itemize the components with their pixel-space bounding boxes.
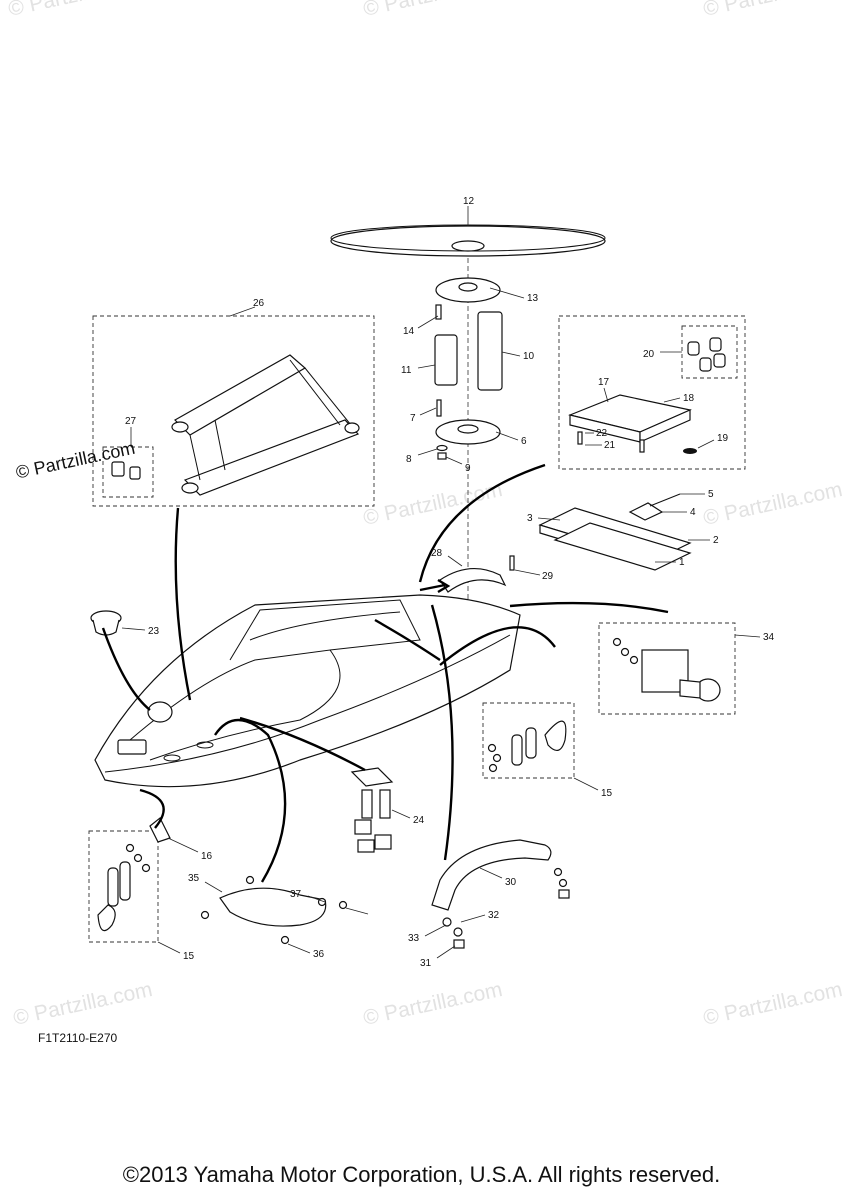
callout-17: 17 <box>598 377 610 388</box>
stern-light-box <box>598 622 736 715</box>
screw-14 <box>435 304 442 320</box>
copyright-footer: ©2013 Yamaha Motor Corporation, U.S.A. A… <box>122 1162 721 1187</box>
nut-9 <box>437 452 447 460</box>
callout-12: 12 <box>463 196 475 207</box>
seat-base-frame <box>568 394 692 443</box>
cleat-box-right <box>482 702 575 779</box>
boarding-ladder <box>171 354 360 496</box>
watermark-faint: © Partzilla.com <box>701 478 843 530</box>
callout-15-right: 15 <box>601 788 613 799</box>
cleat-box-left <box>88 830 159 943</box>
callout-2: 2 <box>713 535 719 546</box>
callout-29: 30 <box>505 877 517 888</box>
upper-flange <box>435 277 501 303</box>
callout-35: 36 <box>313 949 325 960</box>
hose-27 <box>439 567 507 593</box>
washer-8 <box>436 444 448 452</box>
grab-handle-right <box>431 839 570 949</box>
callout-8: 8 <box>406 454 412 465</box>
callout-24: 24 <box>413 815 425 826</box>
callout-labels: 12 13 14 10 11 7 6 8 9 26 27 20 17 18 22… <box>121 196 775 969</box>
callout-10: 10 <box>523 351 535 362</box>
callout-1: 1 <box>679 557 685 568</box>
boat-hull <box>94 594 521 788</box>
tube-11 <box>434 334 458 386</box>
callout-20: 20 <box>643 349 655 360</box>
lower-flange <box>435 419 501 445</box>
callout-11: 11 <box>401 365 412 376</box>
bolt-22 <box>577 431 583 445</box>
callout-31: 32 <box>488 910 500 921</box>
faint-watermarks: © Partzilla.com © Partzilla.com © Partzi… <box>6 0 843 1030</box>
watermark-faint: © Partzilla.com <box>6 0 149 21</box>
callout-9: 9 <box>465 463 471 474</box>
callout-18: 18 <box>683 393 695 404</box>
callout-19: 19 <box>717 433 729 444</box>
callout-7: 7 <box>410 413 416 424</box>
callout-6: 6 <box>521 436 527 447</box>
cup-holder <box>90 610 122 636</box>
watermark-faint: © Partzilla.com <box>701 0 843 21</box>
grab-handle-left <box>200 875 348 945</box>
screw-7 <box>436 399 442 417</box>
callout-13: 13 <box>527 293 539 304</box>
ladder-group-box <box>92 315 375 507</box>
rubber-mounts <box>687 337 726 372</box>
seat-rails <box>538 493 692 571</box>
callout-26: 27 <box>125 416 137 427</box>
diagram-code: F1T2110-E270 <box>38 1031 118 1045</box>
callout-25: 26 <box>253 298 265 309</box>
callout-33: 34 <box>763 632 775 643</box>
drain-plug <box>350 767 394 853</box>
screw-28 <box>509 555 515 571</box>
callout-15-left: 15 <box>183 951 195 962</box>
callout-23: 23 <box>148 626 160 637</box>
callout-36: 37 <box>290 889 302 900</box>
callout-5: 5 <box>708 489 714 500</box>
tube-10 <box>477 311 503 391</box>
ladder-bracket-box <box>102 446 154 498</box>
bracket-16 <box>149 817 171 843</box>
seat-base-group-box <box>558 315 746 470</box>
cleat-left <box>97 843 151 932</box>
callout-30: 31 <box>420 958 432 969</box>
callout-21: 21 <box>604 440 616 451</box>
ladder-bracket <box>111 461 141 480</box>
plug-19 <box>683 448 697 454</box>
stern-light <box>612 637 721 702</box>
callout-32: 33 <box>408 933 420 944</box>
callout-22: 22 <box>596 428 608 439</box>
callout-16: 16 <box>201 851 213 862</box>
assembly-arrows <box>101 463 669 883</box>
watermark-faint: © Partzilla.com <box>361 978 504 1030</box>
callout-14: 14 <box>403 326 415 337</box>
callout-27: 28 <box>431 548 443 559</box>
watermark-faint: © Partzilla.com <box>361 0 504 21</box>
callout-4: 4 <box>690 507 696 518</box>
callout-28: 29 <box>542 571 554 582</box>
table-top-disc <box>330 224 606 257</box>
watermark-faint: © Partzilla.com <box>701 978 843 1030</box>
callout-3: 3 <box>527 513 533 524</box>
callout-34: 35 <box>188 873 200 884</box>
rubber-mount-box <box>681 325 738 379</box>
bolt-21 <box>639 439 645 453</box>
watermark-faint: © Partzilla.com <box>361 478 504 530</box>
cleat-right <box>487 720 567 773</box>
watermark-faint: © Partzilla.com <box>11 978 154 1030</box>
